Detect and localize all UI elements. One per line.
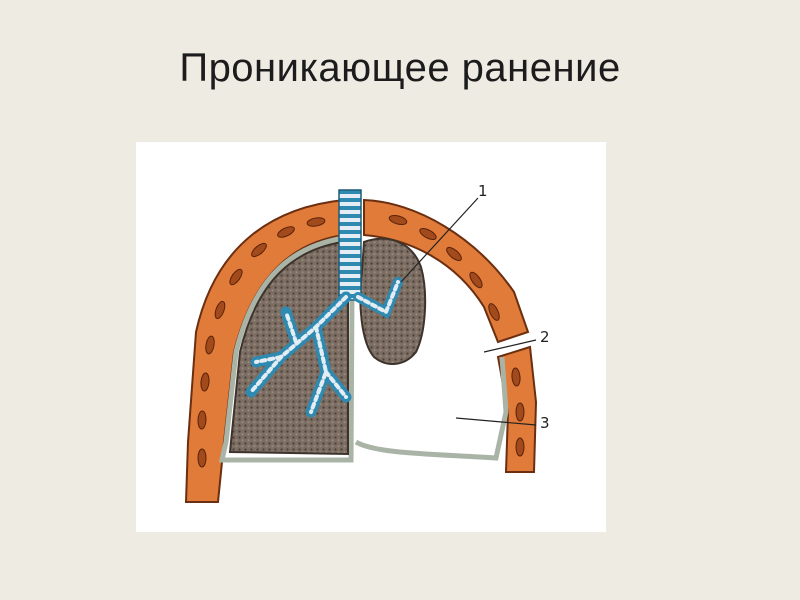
callout-2-label: 2 bbox=[540, 328, 550, 346]
slide-title: Проникающее ранение bbox=[179, 46, 621, 90]
pleural-cavity bbox=[356, 262, 496, 446]
pneumothorax-diagram: 1 2 3 bbox=[136, 142, 606, 532]
callout-2-line bbox=[483, 339, 537, 353]
callout-3-label: 3 bbox=[540, 414, 550, 432]
right-bronchial-stub bbox=[353, 277, 403, 320]
callout-1-line bbox=[400, 197, 479, 283]
callout-3-line bbox=[455, 417, 537, 426]
right-pleura bbox=[354, 356, 509, 461]
left-ribs bbox=[197, 217, 326, 468]
left-bronchial-tree bbox=[245, 291, 352, 418]
callout-1-label: 1 bbox=[478, 182, 488, 200]
right-chest-wall-upper bbox=[363, 198, 530, 344]
diagram-svg bbox=[184, 189, 538, 503]
right-ribs bbox=[388, 214, 525, 457]
trachea bbox=[338, 189, 362, 301]
left-pleura bbox=[218, 235, 355, 463]
